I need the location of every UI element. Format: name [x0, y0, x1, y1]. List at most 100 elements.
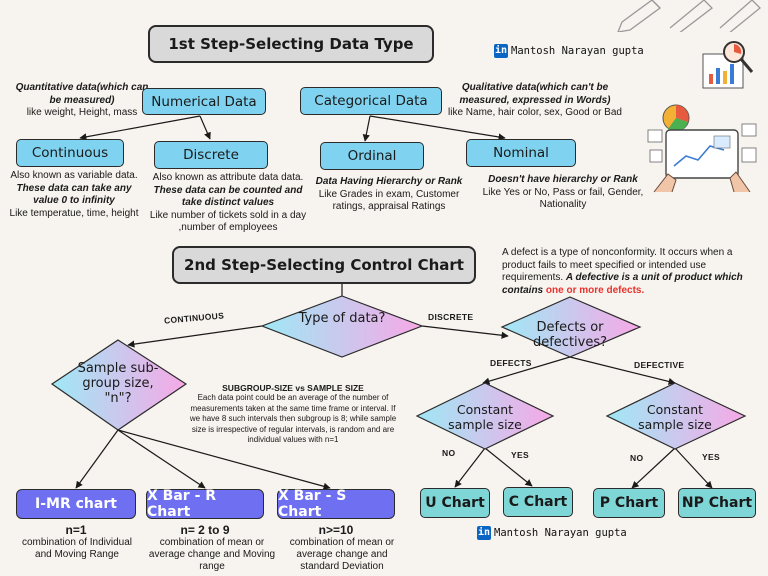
- continuous-box: Continuous: [16, 139, 124, 167]
- quantitative-description: Quantitative data(which can be measured)…: [12, 82, 152, 120]
- categorical-data-label: Categorical Data: [314, 93, 428, 109]
- xr-desc: combination of mean or average change an…: [148, 537, 276, 572]
- arrow-npchart: [674, 447, 713, 489]
- tablet-charts-icon: [647, 104, 757, 193]
- discrete-box: Discrete: [154, 141, 268, 169]
- qualitative-description: Qualitative data(which can't be measured…: [446, 82, 624, 120]
- discrete-emphasis: These data can be counted and take disti…: [153, 184, 303, 209]
- defect-note-emphasis: A defective is a unit of product which c…: [502, 272, 743, 296]
- subgroup-note-text: Each data point could be an average of t…: [189, 393, 397, 445]
- numerical-data-box: Numerical Data: [142, 88, 266, 115]
- arrow-continuous-edge: [127, 325, 263, 348]
- subgroup-size-label: Sample sub-group size, "n"?: [77, 361, 159, 406]
- edge-no-right: NO: [630, 453, 644, 463]
- diamond-subgroup-size: [50, 339, 188, 431]
- arrow-uchart: [454, 447, 486, 488]
- constant-right-label: Constant sample size: [638, 402, 712, 432]
- categorical-data-box: Categorical Data: [300, 87, 442, 115]
- imr-desc: combination of Individual and Moving Ran…: [21, 537, 133, 560]
- constant-left-label: Constant sample size: [448, 402, 522, 432]
- ordinal-box: Ordinal: [320, 142, 424, 170]
- edge-defects: DEFECTS: [490, 358, 532, 368]
- discrete-line1: Also known as attribute data data.: [152, 172, 304, 183]
- ordinal-description: Data Having Hierarchy or Rank Like Grade…: [308, 176, 470, 214]
- analytics-magnifier-icon: [702, 41, 754, 89]
- arrow-numerical-continuous: [79, 115, 201, 141]
- ordinal-examples: Like Grades in exam, Customer ratings, a…: [318, 188, 460, 213]
- defects-or-defectives-label: Defects or defectives?: [532, 320, 608, 350]
- defect-note: A defect is a type of nonconformity. It …: [502, 247, 760, 297]
- step1-title-text: 1st Step-Selecting Data Type: [168, 35, 414, 53]
- diamond-constant-right: [605, 382, 747, 450]
- imr-chart-label: I-MR chart: [35, 496, 117, 512]
- p-chart-label: P Chart: [599, 495, 659, 511]
- ordinal-emphasis: Data Having Hierarchy or Rank: [315, 176, 463, 187]
- arrow-categorical-nominal: [369, 115, 506, 141]
- continuous-label: Continuous: [31, 145, 109, 161]
- subgroup-note-title: SUBGROUP-SIZE vs SAMPLE SIZE: [222, 383, 364, 393]
- qualitative-examples: like Name, hair color, sex, Good or Bad: [448, 107, 622, 118]
- linkedin-icon: in: [477, 526, 491, 540]
- step2-title-text: 2nd Step-Selecting Control Chart: [184, 256, 464, 274]
- step2-title: 2nd Step-Selecting Control Chart: [172, 246, 476, 284]
- np-chart-box: NP Chart: [678, 488, 756, 518]
- edge-defective: DEFECTIVE: [634, 360, 685, 370]
- arrow-cchart: [484, 447, 533, 487]
- author-name: Mantosh Narayan gupta: [494, 527, 627, 539]
- nominal-box: Nominal: [466, 139, 576, 167]
- arrow-imr: [75, 429, 119, 489]
- nominal-label: Nominal: [493, 145, 549, 161]
- xr-n: n= 2 to 9: [180, 523, 230, 537]
- c-chart-box: C Chart: [503, 487, 573, 517]
- arrow-xr: [117, 429, 206, 489]
- edge-yes-left: YES: [511, 450, 529, 460]
- u-chart-box: U Chart: [420, 488, 490, 518]
- pencil-icon: [617, 0, 761, 32]
- xs-n: n>=10: [318, 523, 354, 537]
- arrow-defects: [482, 356, 571, 385]
- type-of-data-label: Type of data?: [298, 311, 386, 326]
- qualitative-heading: Qualitative data(which can't be measured…: [459, 82, 611, 106]
- np-chart-label: NP Chart: [681, 495, 753, 511]
- edge-no-left: NO: [442, 448, 456, 458]
- continuous-description: Also known as variable data. These data …: [6, 170, 142, 220]
- author-name: Mantosh Narayan gupta: [511, 45, 644, 57]
- defect-note-text: A defect is a type of nonconformity. It …: [502, 247, 733, 283]
- subgroup-note: SUBGROUP-SIZE vs SAMPLE SIZE Each data p…: [186, 383, 400, 445]
- continuous-emphasis: These data can take any value 0 to infin…: [16, 182, 132, 207]
- c-chart-label: C Chart: [508, 494, 568, 510]
- continuous-line1: Also known as variable data.: [10, 170, 138, 181]
- quantitative-examples: like weight, Height, mass: [26, 107, 138, 118]
- arrow-numerical-discrete: [199, 115, 211, 140]
- arrow-xs: [117, 429, 331, 490]
- step1-title: 1st Step-Selecting Data Type: [148, 25, 434, 63]
- xbar-s-chart-box: X Bar - S Chart: [277, 488, 395, 520]
- discrete-description: Also known as attribute data data. These…: [146, 172, 310, 235]
- arrow-defective: [569, 356, 676, 385]
- continuous-examples: Like temperatue, time, height: [9, 207, 139, 219]
- quantitative-heading: Quantitative data(which can be measured): [15, 82, 149, 106]
- xbar-r-chart-label: X Bar - R Chart: [147, 488, 217, 520]
- discrete-label: Discrete: [183, 147, 239, 163]
- xbar-s-chart-label: X Bar - S Chart: [278, 488, 347, 520]
- defect-note-red: one or more defects.: [545, 284, 645, 296]
- diamond-type-of-data: [260, 295, 424, 358]
- edge-discrete: DISCRETE: [428, 312, 474, 322]
- imr-chart-box: I-MR chart: [16, 489, 136, 519]
- nominal-description: Doesn't have hierarchy or Rank Like Yes …: [478, 174, 648, 212]
- ordinal-label: Ordinal: [347, 148, 397, 164]
- xs-desc: combination of mean or average change an…: [289, 537, 395, 572]
- arrow-categorical-ordinal: [362, 115, 371, 142]
- nominal-emphasis: Doesn't have hierarchy or Rank: [488, 174, 638, 185]
- numerical-data-label: Numerical Data: [151, 93, 257, 110]
- edge-yes-right: YES: [702, 452, 720, 462]
- arrow-pchart: [631, 447, 676, 489]
- xbar-r-chart-box: X Bar - R Chart: [146, 488, 264, 520]
- imr-n: n=1: [65, 523, 87, 537]
- u-chart-label: U Chart: [425, 495, 485, 511]
- arrow-discrete-edge: [421, 325, 509, 339]
- p-chart-box: P Chart: [593, 488, 665, 518]
